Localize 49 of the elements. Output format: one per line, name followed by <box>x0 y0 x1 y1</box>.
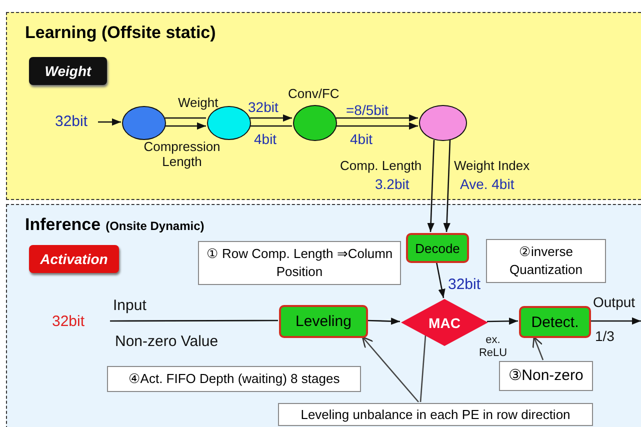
arrow <box>443 140 451 232</box>
arrow <box>250 114 292 122</box>
note-box: ④Act. FIFO Depth (waiting) 8 stages <box>107 366 361 392</box>
section-subtitle: (Onsite Dynamic) <box>106 219 204 233</box>
annotation-text: Non-zero Value <box>115 333 218 350</box>
arrow <box>436 262 446 298</box>
edge-label: Weight Index <box>454 158 530 173</box>
process-box: Decode <box>406 233 469 263</box>
data-ellipse <box>419 105 467 141</box>
arrow <box>590 317 641 325</box>
note-box: ②inverse Quantization <box>486 239 606 283</box>
edge-label: 4bit <box>350 131 373 147</box>
edge-label: 32bit <box>55 113 88 130</box>
edge-label: Output <box>593 294 636 310</box>
tag-badge: Weight <box>29 57 107 85</box>
edge-label: 4bit <box>254 131 277 147</box>
section-panel <box>6 12 641 200</box>
arrow <box>486 318 518 325</box>
edge-label: 32bit <box>448 276 481 293</box>
annotation-text: Ave. 4bit <box>460 176 514 192</box>
node-caption: Conv/FC <box>288 86 340 101</box>
edge-label: Weight <box>178 95 218 110</box>
section-title: Inference <box>25 215 101 235</box>
note-box: ① Row Comp. Length ⇒Column Position <box>198 241 401 285</box>
arrow <box>336 114 418 122</box>
annotation-text: 3.2bit <box>375 176 410 192</box>
edge-label: Compression Length <box>142 140 222 170</box>
process-box: Detect. <box>519 306 591 338</box>
arrow <box>366 318 400 325</box>
leader-line <box>362 336 419 402</box>
section-panel <box>6 204 641 427</box>
arrow <box>165 122 206 130</box>
edge-label: 32bit <box>248 99 278 115</box>
edge-label: =8/5bit <box>346 102 388 118</box>
leader-line <box>532 336 544 360</box>
annotation-text: 32bit <box>52 313 85 330</box>
section-title: Learning (Offsite static) <box>25 23 216 43</box>
tag-badge: Activation <box>29 245 119 273</box>
edge-label: Comp. Length <box>340 158 422 173</box>
data-ellipse <box>122 106 166 140</box>
edge-label: Input <box>113 297 146 314</box>
process-box: Leveling <box>279 305 368 338</box>
annotation-text: 1/3 <box>595 328 614 344</box>
leader-line <box>420 335 426 402</box>
arrow <box>336 122 418 130</box>
note-box: ③Non-zero <box>499 361 593 391</box>
arrow <box>427 140 435 232</box>
note-box: Leveling unbalance in each PE in row direction <box>278 403 593 426</box>
arrow <box>98 118 121 126</box>
